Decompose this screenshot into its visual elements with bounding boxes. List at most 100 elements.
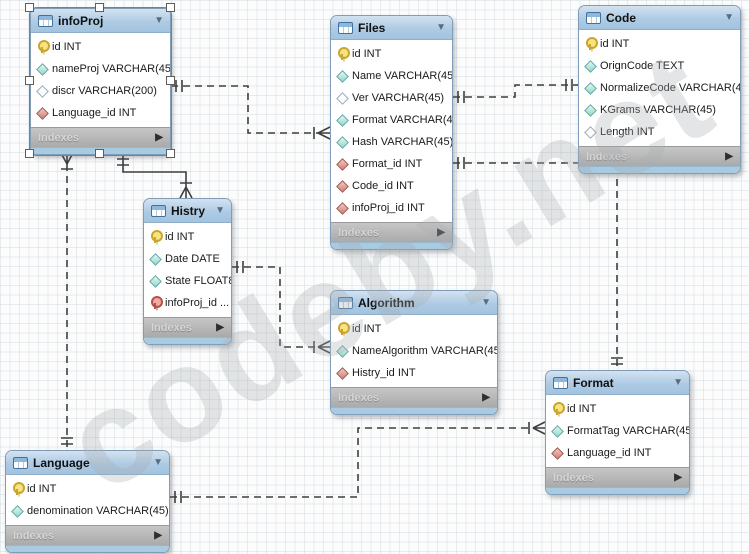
relationship-infoproj-histry[interactable] — [117, 153, 193, 199]
table-language[interactable]: Language ▼ id INT denomination VARCHAR(4… — [5, 450, 170, 553]
relationship-language-infoproj[interactable] — [60, 152, 74, 450]
table-column-row[interactable]: Date DATE — [144, 248, 231, 270]
collapse-arrow-icon[interactable]: ▼ — [154, 14, 164, 26]
collapse-arrow-icon[interactable]: ▼ — [153, 456, 163, 468]
table-column-row[interactable]: id INT — [6, 478, 169, 500]
column-label: NameAlgorithm VARCHAR(45) — [352, 345, 497, 357]
table-infoproj-header[interactable]: infoProj ▼ — [31, 9, 170, 33]
table-code[interactable]: Code ▼ id INT OrignCode TEXT NormalizeCo… — [578, 5, 741, 174]
indexes-bar[interactable]: Indexes ▶ — [546, 467, 689, 487]
selection-handle[interactable] — [25, 76, 34, 85]
relationship-histry-algorithm[interactable] — [232, 261, 331, 354]
table-column-row[interactable]: denomination VARCHAR(45) — [6, 500, 169, 522]
collapse-arrow-icon[interactable]: ▼ — [724, 11, 734, 23]
collapse-arrow-icon[interactable]: ▼ — [481, 296, 491, 308]
expand-arrow-icon[interactable]: ▶ — [674, 471, 682, 483]
table-column-row[interactable]: NameAlgorithm VARCHAR(45) — [331, 340, 497, 362]
expand-arrow-icon[interactable]: ▶ — [437, 226, 445, 238]
column-type-icon — [583, 81, 597, 95]
column-label: discr VARCHAR(200) — [52, 85, 157, 97]
table-column-row[interactable]: id INT — [331, 43, 452, 65]
column-type-icon — [583, 103, 597, 117]
table-column-row[interactable]: NormalizeCode VARCHAR(45) — [579, 77, 740, 99]
indexes-bar[interactable]: Indexes ▶ — [331, 387, 497, 407]
table-column-row[interactable]: Name VARCHAR(45) — [331, 65, 452, 87]
table-column-row[interactable]: FormatTag VARCHAR(45) — [546, 420, 689, 442]
expand-arrow-icon[interactable]: ▶ — [155, 131, 163, 143]
selection-handle[interactable] — [25, 3, 34, 12]
selection-handle[interactable] — [95, 3, 104, 12]
table-column-row[interactable]: nameProj VARCHAR(45) — [31, 58, 170, 80]
column-label: infoProj_id ... — [165, 297, 230, 309]
table-histry[interactable]: Histry ▼ id INT Date DATE State FLOAT8 — [143, 198, 232, 345]
selection-handle[interactable] — [25, 149, 34, 158]
collapse-arrow-icon[interactable]: ▼ — [673, 376, 683, 388]
relationship-language-format[interactable] — [170, 421, 546, 503]
indexes-bar[interactable]: Indexes ▶ — [6, 525, 169, 545]
table-infoproj[interactable]: infoProj ▼ id INT nameProj VARCHAR(45) d… — [29, 7, 172, 156]
table-column-row[interactable]: discr VARCHAR(200) — [31, 80, 170, 102]
table-column-row[interactable]: KGrams VARCHAR(45) — [579, 99, 740, 121]
table-column-row[interactable]: Hash VARCHAR(45) — [331, 131, 452, 153]
selection-handle[interactable] — [166, 76, 175, 85]
table-icon — [38, 14, 53, 27]
selection-handle[interactable] — [95, 149, 104, 158]
table-column-row[interactable]: Code_id INT — [331, 175, 452, 197]
table-column-row[interactable]: Language_id INT — [546, 442, 689, 464]
relationship-infoproj-files[interactable] — [171, 80, 331, 140]
table-format[interactable]: Format ▼ id INT FormatTag VARCHAR(45) La… — [545, 370, 690, 495]
indexes-bar[interactable]: Indexes ▶ — [579, 146, 740, 166]
relationship-files-format[interactable] — [453, 157, 623, 370]
column-label: nameProj VARCHAR(45) — [52, 63, 170, 75]
table-column-row[interactable]: Language_id INT — [31, 102, 170, 124]
table-title: Algorithm — [358, 295, 415, 310]
expand-arrow-icon[interactable]: ▶ — [154, 529, 162, 541]
column-type-icon — [148, 230, 163, 244]
table-language-header[interactable]: Language ▼ — [6, 451, 169, 475]
table-column-row[interactable]: id INT — [546, 398, 689, 420]
column-type-icon — [335, 366, 349, 380]
column-list: id INT denomination VARCHAR(45) — [6, 475, 169, 525]
table-histry-header[interactable]: Histry ▼ — [144, 199, 231, 223]
expand-arrow-icon[interactable]: ▶ — [725, 150, 733, 162]
selection-handle[interactable] — [166, 3, 175, 12]
column-type-icon — [583, 59, 597, 73]
table-title: Format — [573, 375, 614, 390]
table-column-row[interactable]: id INT — [144, 226, 231, 248]
table-column-row[interactable]: OrignCode TEXT — [579, 55, 740, 77]
column-label: KGrams VARCHAR(45) — [600, 104, 716, 116]
column-type-icon — [148, 252, 162, 266]
indexes-bar[interactable]: Indexes ▶ — [144, 317, 231, 337]
table-algorithm[interactable]: Algorithm ▼ id INT NameAlgorithm VARCHAR… — [330, 290, 498, 415]
indexes-bar[interactable]: Indexes ▶ — [31, 127, 170, 147]
indexes-bar[interactable]: Indexes ▶ — [331, 222, 452, 242]
selection-handle[interactable] — [166, 149, 175, 158]
table-column-row[interactable]: Format_id INT — [331, 153, 452, 175]
table-footer — [331, 407, 497, 414]
table-title: Language — [33, 455, 90, 470]
column-label: Language_id INT — [52, 107, 137, 119]
table-column-row[interactable]: State FLOAT8 — [144, 270, 231, 292]
table-files-header[interactable]: Files ▼ — [331, 16, 452, 40]
table-column-row[interactable]: infoProj_id INT — [331, 197, 452, 219]
expand-arrow-icon[interactable]: ▶ — [216, 321, 224, 333]
table-column-row[interactable]: Histry_id INT — [331, 362, 497, 384]
table-column-row[interactable]: id INT — [331, 318, 497, 340]
table-column-row[interactable]: id INT — [579, 33, 740, 55]
column-label: Ver VARCHAR(45) — [352, 92, 445, 104]
table-algorithm-header[interactable]: Algorithm ▼ — [331, 291, 497, 315]
column-type-icon — [335, 113, 349, 127]
table-code-header[interactable]: Code ▼ — [579, 6, 740, 30]
table-column-row[interactable]: Format VARCHAR(45) — [331, 109, 452, 131]
table-column-row[interactable]: id INT — [31, 36, 170, 58]
collapse-arrow-icon[interactable]: ▼ — [436, 21, 446, 33]
collapse-arrow-icon[interactable]: ▼ — [215, 204, 225, 216]
table-column-row[interactable]: infoProj_id ... — [144, 292, 231, 314]
table-column-row[interactable]: Length INT — [579, 121, 740, 143]
expand-arrow-icon[interactable]: ▶ — [482, 391, 490, 403]
table-format-header[interactable]: Format ▼ — [546, 371, 689, 395]
table-files[interactable]: Files ▼ id INT Name VARCHAR(45) Ver VARC… — [330, 15, 453, 250]
table-column-row[interactable]: Ver VARCHAR(45) — [331, 87, 452, 109]
relationship-files-code[interactable] — [453, 79, 578, 103]
